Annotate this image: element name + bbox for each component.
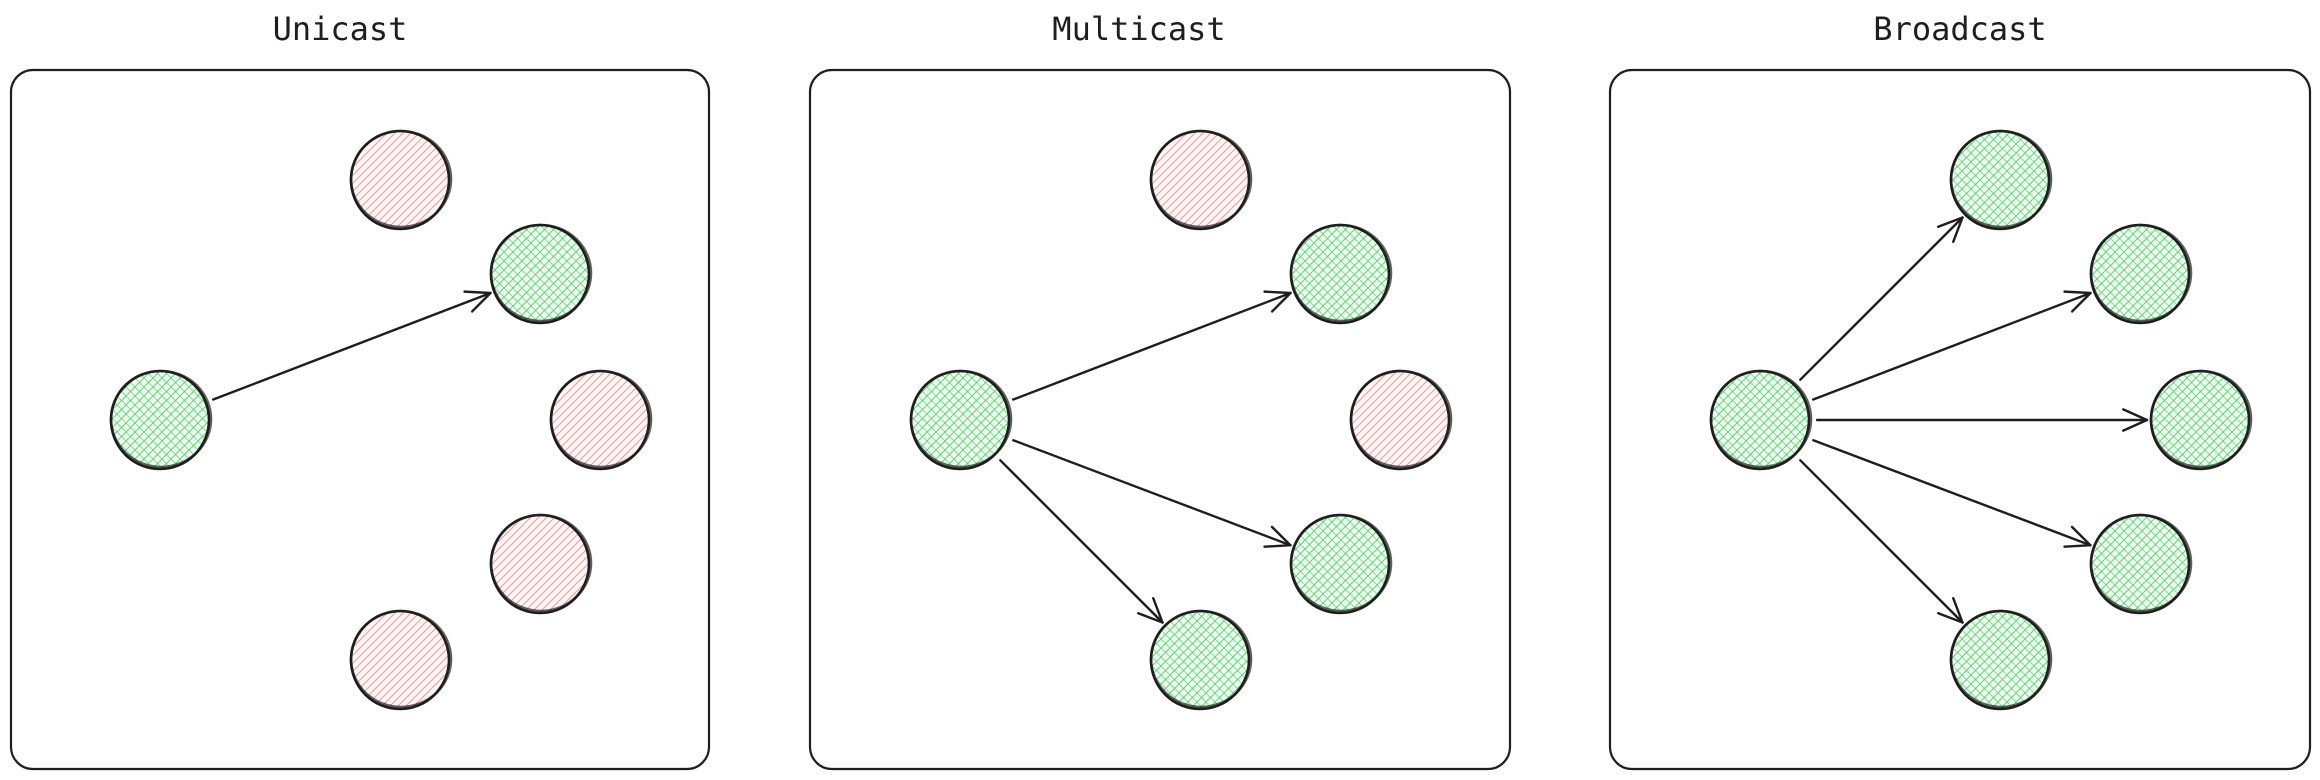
node-sketch-stroke	[109, 369, 213, 469]
arrow-shaft	[1012, 291, 1292, 401]
node-sketch-stroke	[489, 223, 593, 323]
node-sketch-stroke	[1289, 223, 1393, 323]
node-fill	[1951, 131, 2049, 229]
receiver-node-active	[2089, 513, 2193, 615]
receiver-node-active	[1289, 223, 1393, 325]
node-group	[109, 129, 653, 711]
arrow-shaft	[212, 291, 492, 401]
panel-multicast: Multicast	[808, 10, 1512, 771]
node-sketch-stroke	[349, 129, 453, 229]
node-fill	[1151, 131, 1249, 229]
panel-title: Unicast	[273, 10, 408, 48]
node-sketch-stroke	[2089, 223, 2193, 323]
node-fill	[351, 611, 449, 709]
receiver-node-active	[2149, 369, 2253, 471]
node-fill	[1291, 225, 1389, 323]
arrow-shaft	[1812, 438, 2092, 547]
arrow-shaft	[1799, 216, 1964, 381]
node-fill	[551, 371, 649, 469]
arrow-shaft	[999, 459, 1164, 624]
arrowhead	[2063, 525, 2092, 548]
node-fill	[1711, 371, 1809, 469]
arrowhead	[2122, 408, 2149, 432]
receiver-node-active	[1949, 609, 2053, 711]
arrow	[1799, 216, 1964, 381]
node-fill	[111, 371, 209, 469]
node-sketch-stroke	[1149, 609, 1253, 709]
edge-group	[1799, 216, 2149, 624]
arrowhead	[1263, 290, 1292, 313]
node-sketch-stroke	[2089, 513, 2193, 613]
panel-title: Broadcast	[1873, 10, 2046, 48]
arrow	[1012, 438, 1292, 548]
arrow	[999, 459, 1164, 624]
node-fill	[2091, 515, 2189, 613]
edge-group	[999, 290, 1292, 624]
node-sketch-stroke	[1709, 369, 1813, 469]
panel-unicast: Unicast	[9, 10, 711, 771]
arrow	[1815, 408, 2149, 432]
node-group	[909, 129, 1453, 711]
sender-node-active	[909, 369, 1013, 471]
arrow	[1812, 438, 2092, 548]
arrowhead	[1937, 216, 1964, 243]
node-sketch-stroke	[549, 369, 653, 469]
node-sketch-stroke	[349, 609, 453, 709]
node-sketch-stroke	[1349, 369, 1453, 469]
node-sketch-stroke	[1949, 609, 2053, 709]
node-fill	[911, 371, 1009, 469]
receiver-node-active	[1149, 609, 1253, 711]
arrowhead	[463, 290, 492, 313]
node-fill	[1291, 515, 1389, 613]
arrow	[1012, 290, 1292, 401]
receiver-node-active	[1949, 129, 2053, 231]
arrow	[1799, 459, 1964, 624]
arrowhead	[1137, 597, 1164, 624]
panel-title: Multicast	[1052, 10, 1225, 48]
node-sketch-stroke	[1149, 129, 1253, 229]
node-fill	[1351, 371, 1449, 469]
node-sketch-stroke	[909, 369, 1013, 469]
arrowhead	[1937, 597, 1964, 624]
node-fill	[2091, 225, 2189, 323]
receiver-node-inactive	[489, 513, 593, 615]
sender-node-active	[109, 369, 213, 471]
node-group	[1709, 129, 2253, 711]
receiver-node-active	[489, 223, 593, 325]
node-sketch-stroke	[489, 513, 593, 613]
receiver-node-active	[1289, 513, 1393, 615]
receiver-node-active	[2089, 223, 2193, 325]
receiver-node-inactive	[349, 609, 453, 711]
sender-node-active	[1709, 369, 1813, 471]
arrow-shaft	[1799, 459, 1964, 624]
node-fill	[1151, 611, 1249, 709]
arrow	[212, 290, 492, 401]
arrow-shaft	[1012, 438, 1292, 547]
arrowhead	[1263, 525, 1292, 548]
receiver-node-inactive	[549, 369, 653, 471]
node-fill	[1951, 611, 2049, 709]
node-fill	[491, 225, 589, 323]
arrowhead	[2063, 290, 2092, 313]
panel-broadcast: Broadcast	[1608, 10, 2312, 771]
node-fill	[2151, 371, 2249, 469]
node-fill	[491, 515, 589, 613]
receiver-node-inactive	[1149, 129, 1253, 231]
arrow-shaft	[1812, 291, 2092, 401]
receiver-node-inactive	[1349, 369, 1453, 471]
node-fill	[351, 131, 449, 229]
node-sketch-stroke	[1949, 129, 2053, 229]
node-sketch-stroke	[2149, 369, 2253, 469]
arrow	[1812, 290, 2092, 401]
node-sketch-stroke	[1289, 513, 1393, 613]
receiver-node-inactive	[349, 129, 453, 231]
edge-group	[212, 290, 492, 401]
